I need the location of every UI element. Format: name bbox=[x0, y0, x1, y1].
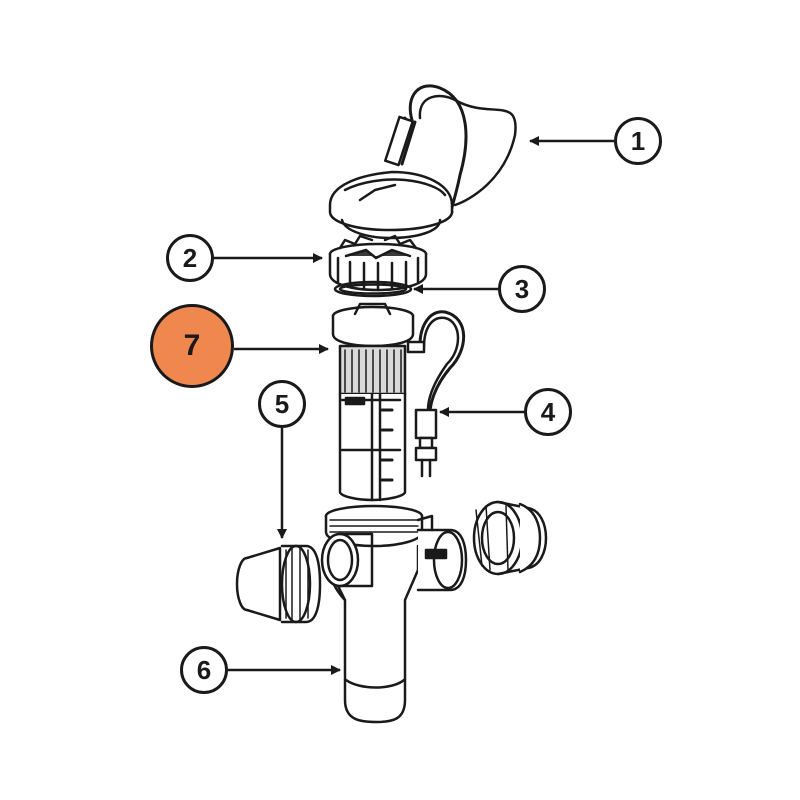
callout-3-label: 3 bbox=[514, 273, 530, 304]
callout-6: 6 bbox=[180, 646, 228, 694]
lock-ring-part bbox=[328, 234, 428, 292]
callout-1: 1 bbox=[614, 117, 662, 165]
housing-part bbox=[320, 504, 468, 724]
callout-3: 3 bbox=[498, 265, 546, 313]
callout-7-label: 7 bbox=[183, 329, 201, 362]
union-fitting-left-part bbox=[235, 544, 322, 624]
callout-2: 2 bbox=[166, 234, 214, 282]
callout-4-label: 4 bbox=[540, 396, 556, 427]
callout-2-label: 2 bbox=[182, 242, 198, 273]
cable-part bbox=[328, 84, 517, 240]
cell-cartridge-part bbox=[331, 302, 415, 502]
o-ring-part bbox=[333, 280, 413, 298]
callout-1-label: 1 bbox=[630, 125, 646, 156]
sensor-part bbox=[406, 310, 466, 478]
callout-4: 4 bbox=[524, 388, 572, 436]
callout-7: 7 bbox=[150, 304, 234, 388]
callout-6-label: 6 bbox=[196, 654, 212, 685]
union-fitting-right-part bbox=[472, 500, 548, 576]
callout-5: 5 bbox=[258, 380, 306, 428]
callout-5-label: 5 bbox=[274, 388, 290, 419]
